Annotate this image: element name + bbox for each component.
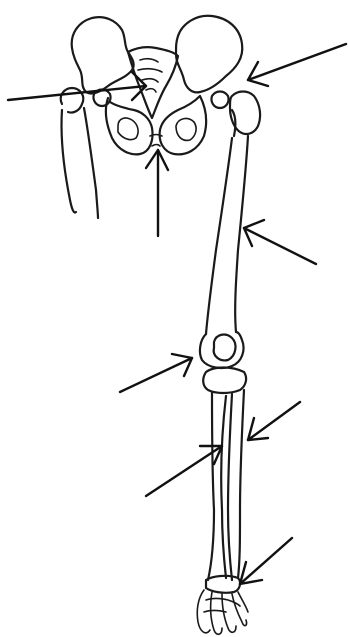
left-femur-stub [61, 88, 98, 218]
femur-condyles [200, 332, 244, 368]
left-femur-shaft-inner [84, 108, 98, 218]
right-iliac-wing [176, 16, 242, 93]
left-iliac-wing [72, 17, 134, 93]
arrow-hip-joint [248, 44, 346, 86]
tibia-plateau [203, 368, 246, 394]
right-femur [200, 92, 260, 369]
arrow-fibula [248, 402, 300, 440]
lower-leg [203, 368, 246, 593]
patella [214, 335, 236, 361]
arrow-knee [120, 354, 192, 392]
ankle [206, 576, 240, 593]
right-obturator [176, 119, 196, 141]
fibula-inner [221, 396, 226, 578]
sacrum [128, 47, 178, 118]
right-acetabulum [211, 92, 228, 109]
left-pubic-ring [106, 98, 153, 154]
left-femur-shaft-outer [61, 110, 76, 213]
right-pubic-ring [160, 96, 206, 154]
fibula-outer [238, 390, 244, 578]
arrow-femur [244, 220, 316, 264]
femur-shaft-medial [206, 138, 232, 334]
arrow-tibia [146, 446, 222, 496]
arrow-pubic-symphysis [146, 150, 168, 236]
pelvis [72, 16, 243, 155]
tibia-shaft-lateral [228, 394, 232, 580]
foot [197, 590, 248, 634]
arrow-ankle [240, 538, 292, 584]
tibia-shaft-medial [208, 392, 214, 580]
left-obturator [118, 118, 138, 140]
